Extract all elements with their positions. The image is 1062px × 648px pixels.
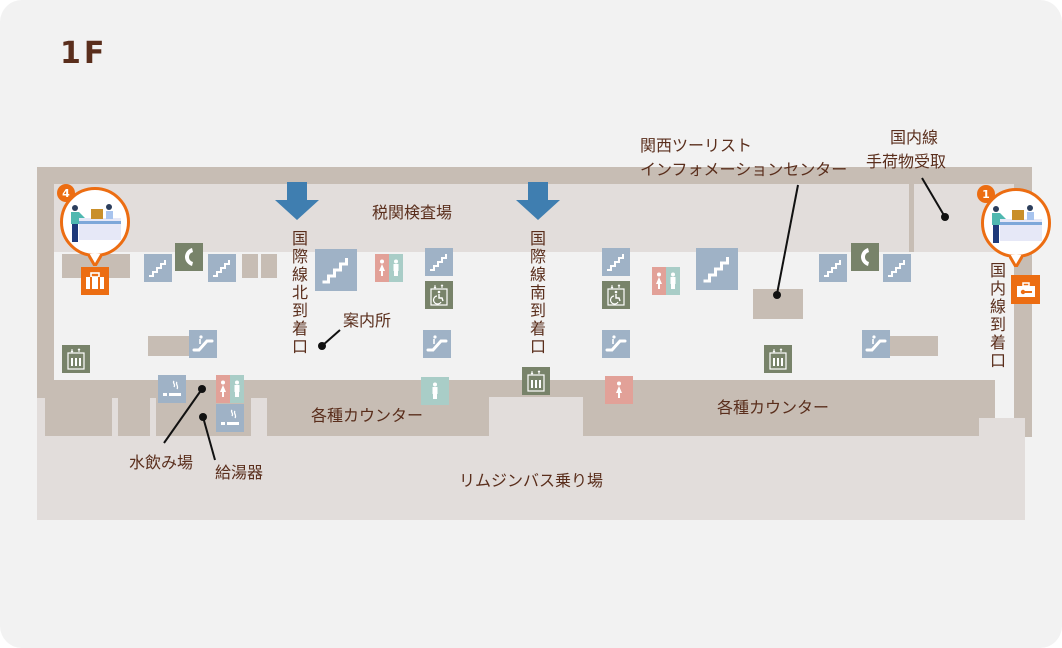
hot-water-dispenser-icon[interactable] [216,404,244,432]
stairs-icon[interactable] [315,249,357,291]
intl-south-exit-label: 国際線南到着口 [527,230,546,356]
intl-north-arrow-icon [275,182,319,220]
hot-water-label: 給湯器 [215,463,264,482]
stairs-icon[interactable] [208,254,236,282]
elevator-icon[interactable] [522,367,550,395]
escalator-icon[interactable] [189,330,217,358]
floor-title: 1F [60,36,108,71]
mens-restroom-icon[interactable] [666,267,680,295]
domestic-exit-label: 国内線到着口 [987,262,1006,370]
stairs-icon[interactable] [819,254,847,282]
gap-2 [112,398,118,438]
stairs-icon[interactable] [883,254,911,282]
elevator-icon[interactable] [764,345,792,373]
customs-label: 税関検査場 [372,203,453,222]
customs-zone [54,184,909,252]
limousine-bus-label: リムジンバス乗り場 [459,471,604,490]
baggage-counter-illustration [71,204,121,242]
gap-4 [251,398,267,438]
intl-north-exit-label: 国際線北到着口 [289,230,308,356]
domestic-corridor [995,252,1014,420]
water-fountain-icon[interactable] [158,375,186,403]
tourist-info-label-2: インフォメーションセンター [640,160,848,179]
bubble-pointer [1009,255,1023,267]
womens-restroom-icon[interactable] [216,375,230,403]
water-fountain-label: 水飲み場 [129,453,194,472]
fixture-block [890,336,938,356]
domestic-baggage-label-1: 国内線 [890,128,939,147]
womens-restroom-icon[interactable] [375,254,389,282]
stairs-icon[interactable] [602,248,630,276]
coin-locker-icon[interactable] [1011,275,1040,304]
baggage-storage-icon[interactable] [81,267,109,295]
stairs-icon[interactable] [425,248,453,276]
intl-south-arrow-icon [516,182,560,220]
tourist-info-label-1: 関西ツーリスト [640,136,753,155]
stairs-icon[interactable] [696,248,738,290]
fixture-block [242,254,258,278]
fixture-block [148,336,190,356]
gap-6 [979,418,1025,438]
mens-restroom-icon[interactable] [421,377,449,405]
service-point-number-badge: 4 [57,184,75,202]
limousine-bus-zone [37,436,1025,520]
mens-restroom-icon[interactable] [389,254,403,282]
escalator-icon[interactable] [602,330,630,358]
telephone-icon[interactable] [851,243,879,271]
accessible-elevator-icon[interactable] [425,281,453,309]
service-point-number-badge: 1 [977,185,995,203]
counters-west-label: 各種カウンター [311,406,424,425]
telephone-icon[interactable] [175,243,203,271]
gap-1 [37,398,45,438]
stairs-icon[interactable] [144,254,172,282]
gap-5 [489,397,583,437]
info-desk-label: 案内所 [343,311,392,330]
domestic-baggage-label-2: 手荷物受取 [866,152,947,171]
fixture-block [261,254,277,278]
gap-3 [150,398,156,438]
baggage-counter-illustration [992,205,1042,243]
accessible-elevator-icon[interactable] [602,281,630,309]
escalator-icon[interactable] [862,330,890,358]
counters-east-label: 各種カウンター [717,398,830,417]
elevator-icon[interactable] [62,345,90,373]
mens-restroom-icon[interactable] [230,375,244,403]
womens-restroom-icon[interactable] [605,376,633,404]
bubble-pointer [88,254,102,266]
escalator-icon[interactable] [423,330,451,358]
womens-restroom-icon[interactable] [652,267,666,295]
